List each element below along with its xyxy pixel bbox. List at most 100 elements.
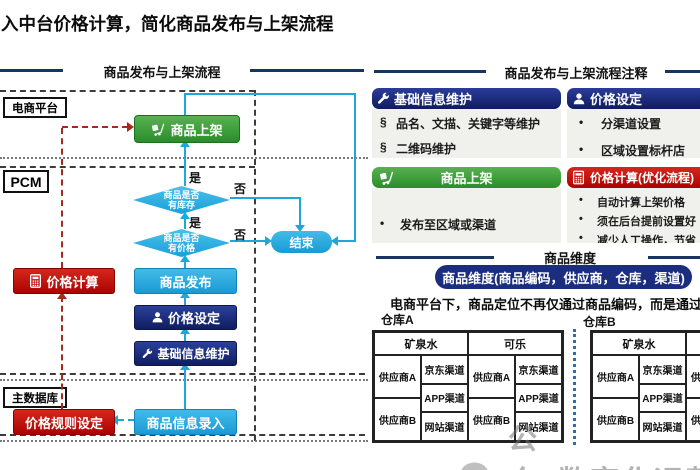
lane-label-ecommerce: 电商平台 [3, 97, 67, 118]
node-end: 结束 [271, 231, 332, 253]
connector-loop-top [184, 93, 356, 95]
product-header: 矿泉水 [592, 332, 686, 355]
channel-cell: 网站渠道 [421, 412, 468, 441]
connector-listing-top [184, 93, 186, 115]
arrowhead-end-top [295, 225, 305, 232]
product-header: 矿泉水 [374, 332, 468, 355]
page-title: 入中台价格计算，简化商品发布与上架流程 [1, 14, 334, 34]
note-card-listing-title: 商品上架 [440, 171, 493, 186]
bullet: • [579, 115, 584, 129]
note-card-price-calc-body: • 自动计算上架价格 • 须在后台提前设置好 • 减少人工操作，节省 [567, 188, 700, 243]
lane-divider-bottom [0, 440, 368, 442]
handtruck-icon [379, 170, 395, 186]
wrench-icon [376, 91, 390, 106]
product-header: 可乐 [468, 332, 562, 355]
lane-border-top [0, 90, 255, 92]
bullet: • [579, 232, 583, 243]
bullet: • [579, 213, 583, 225]
connector-loop-into-end [338, 240, 356, 242]
note-card-price-calc-header: 价格计算(优化流程) [567, 167, 700, 188]
supplier-cell: 供应商A [374, 355, 421, 398]
note-item: 须在后台提前设置好 [597, 216, 696, 228]
note-item: 减少人工操作，节省 [597, 235, 696, 243]
node-price-set-label: 价格设定 [167, 311, 220, 326]
bullet: • [579, 142, 584, 156]
flow-header-rule-left [0, 69, 63, 72]
connector-rule-to-calc [61, 296, 63, 409]
branch-yes-1: 是 [189, 171, 202, 185]
warehouse-a-label: 仓库A [381, 313, 414, 327]
arrowhead-stock-bottom [180, 212, 190, 219]
branch-no-1: 否 [234, 182, 247, 196]
channel-cell: APP渠道 [639, 383, 686, 413]
dimension-section-header: 商品维度 [543, 251, 596, 266]
note-card-base-info-header: 基础信息维护 [372, 88, 561, 109]
connector-publish-to-price [184, 261, 186, 268]
flow-section-header: 商品发布与上架流程 [103, 65, 221, 80]
arrowhead-publish-bottom [180, 291, 190, 298]
branch-no-2: 否 [234, 228, 247, 242]
arrowhead-into-pricecalc [57, 292, 67, 299]
note-card-price-set-title: 价格设定 [590, 92, 643, 107]
note-card-base-info-title: 基础信息维护 [394, 92, 473, 107]
node-listing-label: 商品上架 [170, 122, 223, 138]
warehouse-a-table: 矿泉水 可乐 供应商A 京东渠道 APP渠道 供应商B 网站渠道 供应商A 京东… [372, 330, 564, 443]
arrowhead-baseinfo-bottom [180, 363, 190, 370]
channel-cell: 京东渠道 [515, 355, 562, 384]
lane-label-masterdb: 主数据库 [3, 387, 67, 408]
watermark: 公众号 · 数字化运营 [458, 416, 700, 470]
supplier-cell: 供应商B [592, 397, 639, 441]
supplier-cell: 供应商B [374, 397, 421, 441]
note-card-price-set-body: • 分渠道设置 • 区域设置标杆店 [567, 109, 700, 158]
dimension-pill: 商品维度(商品编码，供应商，仓库，渠道) [435, 265, 692, 289]
note-item: 自动计算上架价格 [597, 197, 685, 209]
channel-cell: 京东渠道 [639, 355, 686, 384]
bullet: § [380, 115, 387, 129]
node-price-decision: 商品是否 有价格 [133, 229, 230, 257]
supplier-cell: 供应商A [468, 355, 515, 398]
arrowhead-price-bottom [180, 255, 190, 262]
note-card-price-set-header: 价格设定 [567, 88, 700, 109]
lane-border-pcm-bottom [0, 373, 365, 375]
channel-cell: APP渠道 [421, 383, 468, 413]
supplier-cell: 供应商A [686, 355, 700, 398]
connector-pricecalc-up [61, 128, 63, 268]
notes-header-rule-right [665, 70, 700, 73]
calculator-icon [572, 170, 585, 185]
arrowhead-end-left [265, 236, 272, 246]
connector-entry-to-rule [118, 419, 134, 421]
channel-cell: APP渠道 [515, 383, 562, 413]
note-card-price-calc: 价格计算(优化流程) • 自动计算上架价格 • 须在后台提前设置好 • 减少人工… [567, 167, 700, 243]
lane-border-right [254, 90, 256, 441]
dimension-rule-left [376, 256, 494, 259]
node-stock-decision: 商品是否 有库存 [133, 186, 230, 214]
stock-decision-line2: 有库存 [167, 200, 195, 210]
watermark-account: 数字化运营 [558, 457, 700, 470]
connector-loop-right [354, 93, 356, 241]
node-base-info: 基础信息维护 [134, 341, 237, 366]
connector-entry-to-baseinfo [184, 368, 186, 409]
arrowhead-listing-bottom [180, 140, 190, 147]
product-header [686, 332, 700, 355]
flow-header-rule-right [250, 69, 364, 72]
connector-stock-no-v [299, 197, 301, 225]
handtruck-icon [151, 122, 166, 137]
connector-stock-to-listing [184, 144, 186, 186]
note-card-base-info-body: § 品名、文描、关键字等维护 § 二维码维护 [372, 109, 561, 158]
lane-label-pcm: PCM [3, 170, 49, 193]
wrench-icon [141, 347, 153, 360]
connector-baseinfo-to-priceset [184, 332, 186, 341]
connector-priceset-to-publish [184, 296, 186, 305]
lane-border-pcm-top [0, 166, 255, 168]
warehouse-b-table: 矿泉水 供应商A 京东渠道 APP渠道 供应商B 网站渠道 供应商A 供应商B [590, 330, 700, 443]
note-item: 发布至区域或渠道 [400, 218, 497, 232]
price-decision-line1: 商品是否 [163, 232, 200, 243]
note-card-price-calc-title: 价格计算(优化流程) [590, 171, 694, 185]
note-item: 品名、文描、关键字等维护 [396, 117, 541, 131]
note-item: 分渠道设置 [601, 117, 662, 131]
arrowhead-into-listing [127, 122, 134, 132]
bullet: • [380, 216, 385, 230]
note-card-base-info: 基础信息维护 § 品名、文描、关键字等维护 § 二维码维护 [372, 88, 561, 158]
supplier-cell: 供应商A [592, 355, 639, 398]
bullet: • [579, 194, 583, 206]
